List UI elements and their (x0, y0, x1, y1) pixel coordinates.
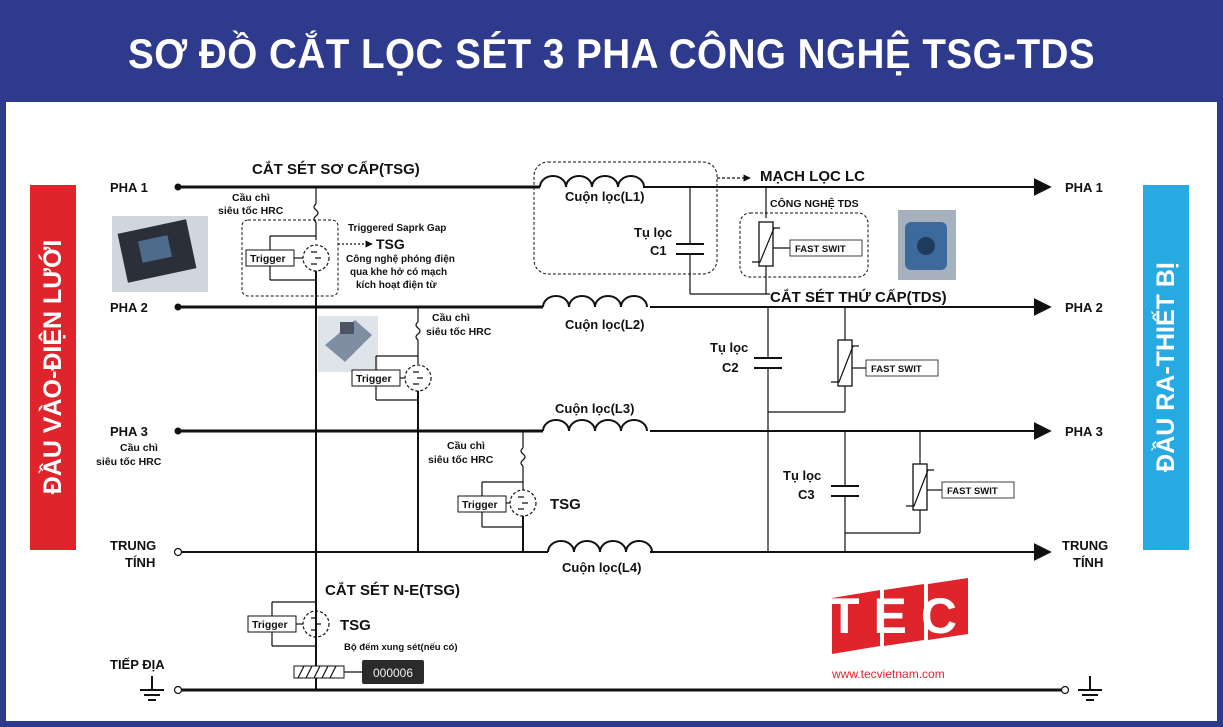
secondary-section-title: CẮT SÉT THỨ CẤP(TDS) (770, 288, 947, 306)
inductor-l4: Cuộn lọc(L4) (547, 540, 653, 575)
c2-label-a: Tụ lọc (710, 340, 748, 355)
tsg-note-line2: qua khe hở có mạch (350, 267, 447, 278)
c1-label-b: C1 (650, 243, 667, 258)
pha2-right-label: PHA 2 (1065, 300, 1103, 315)
tds-module-photo (898, 210, 956, 280)
ne-section-title: CẮT SÉT N-E(TSG) (325, 581, 460, 599)
phase-2-line (174, 298, 1052, 316)
fuse2-label-1: Cầu chì (432, 312, 470, 324)
title-bar: SƠ ĐỒ CẮT LỌC SÉT 3 PHA CÔNG NGHỆ TSG-TD… (6, 6, 1217, 102)
trigger-label-1: Trigger (250, 253, 286, 265)
trigger-label-2: Trigger (356, 373, 392, 385)
inductor-l3: Cuộn lọc(L3) (542, 401, 648, 432)
fuse4-label-2: siêu tốc HRC (428, 454, 494, 466)
fuse1-label-2: siêu tốc HRC (218, 205, 284, 217)
lc-filter-box (533, 161, 718, 275)
neutral-left-label-1: TRUNG (110, 538, 156, 553)
inductor-l1-label: Cuộn lọc(L1) (565, 189, 644, 204)
counter-display (362, 660, 424, 684)
ground-symbol-right-icon (1078, 676, 1102, 701)
logo-text: TEC (829, 588, 971, 644)
tsg-primary-2: Trigger (351, 307, 432, 552)
left-banner-bg (30, 185, 76, 550)
fuse2-label-2: siêu tốc HRC (426, 326, 492, 338)
c3-label-a: Tụ lọc (783, 468, 821, 483)
tsg-ne: Trigger TSG (247, 601, 371, 647)
c2-label-b: C2 (722, 360, 739, 375)
capacitor-c2: Tụ lọc C2 (710, 307, 782, 552)
fast-switch-label-3: FAST SWIT (947, 486, 998, 497)
counter-label: Bộ đếm xung sét(nếu có) (344, 642, 457, 653)
tsg-primary-3: Trigger TSG (457, 431, 581, 552)
capacitor-c3: Tụ lọc C3 (783, 431, 859, 533)
fuse3-label-1: Cầu chì (120, 442, 158, 454)
c1-label-a: Tụ lọc (634, 225, 672, 240)
pha3-right-label: PHA 3 (1065, 424, 1103, 439)
tsg-label-ne: TSG (340, 617, 371, 634)
surge-counter: Bộ đếm xung sét(nếu có) 000006 (293, 642, 457, 684)
trigger-label-3: Trigger (462, 499, 498, 511)
fast-switch-label-2: FAST SWIT (871, 364, 922, 375)
tsg-note-line1: Công nghệ phóng điện (346, 254, 455, 265)
inductor-l3-label: Cuộn lọc(L3) (555, 401, 634, 416)
tds-2: FAST SWIT (768, 307, 939, 413)
right-banner: ĐẦU RA-THIẾT BỊ (1143, 185, 1189, 550)
primary-section-title: CẮT SÉT SƠ CẤP(TSG) (252, 160, 420, 178)
fuse4-label-1: Cầu chì (447, 440, 485, 452)
fuse1-label-1: Cầu chì (232, 192, 270, 204)
pha3-left-label: PHA 3 (110, 424, 148, 439)
pha1-left-label: PHA 1 (110, 180, 148, 195)
tsg-note-tsg: TSG (376, 236, 405, 252)
fuse-holder-photo (318, 316, 378, 372)
page-title: SƠ ĐỒ CẮT LỌC SÉT 3 PHA CÔNG NGHỆ TSG-TD… (127, 30, 1096, 77)
ground-label: TIẾP ĐỊA (110, 657, 165, 672)
tsg-module-photo (112, 216, 208, 292)
tec-logo: TEC www.tecvietnam.com (829, 578, 971, 681)
ground-line (173, 685, 1070, 695)
neutral-left-label-2: TÍNH (125, 555, 155, 570)
inductor-l4-label: Cuộn lọc(L4) (562, 560, 641, 575)
left-banner: ĐẦU VÀO-ĐIỆN LƯỚI (30, 185, 76, 550)
inductor-l1: Cuộn lọc(L1) (539, 175, 650, 204)
neutral-line (173, 543, 1052, 561)
tds-tech-label: CÔNG NGHỆ TDS (770, 197, 859, 210)
neutral-right-label-2: TÍNH (1073, 555, 1103, 570)
tds-3: FAST SWIT (844, 430, 1015, 552)
tsg-note-line3: kích hoạt điện từ (356, 280, 437, 291)
counter-value: 000006 (373, 666, 413, 680)
capacitor-c1: Tụ lọc C1 (634, 187, 770, 295)
tsg-primary-1: Trigger (241, 187, 339, 297)
lc-filter-title: MẠCH LỌC LC (760, 168, 865, 185)
left-banner-label: ĐẦU VÀO-ĐIỆN LƯỚI (37, 240, 67, 495)
pha2-left-label: PHA 2 (110, 300, 148, 315)
tsg-label-3: TSG (550, 496, 581, 513)
tsg-note-heading: Triggered Saprk Gap (348, 223, 446, 234)
fast-switch-label-1: FAST SWIT (795, 244, 846, 255)
neutral-right-label-1: TRUNG (1062, 538, 1108, 553)
fuse3-label-2: siêu tốc HRC (96, 456, 162, 468)
tds-1: FAST SWIT (739, 187, 869, 294)
ground-symbol-left-icon (140, 676, 164, 701)
c3-label-b: C3 (798, 487, 815, 502)
logo-url: www.tecvietnam.com (831, 667, 945, 681)
trigger-label-ne: Trigger (252, 619, 288, 631)
right-banner-bg (1143, 185, 1189, 550)
inductor-l2: Cuộn lọc(L2) (542, 295, 648, 332)
pha1-right-label: PHA 1 (1065, 180, 1103, 195)
right-banner-label: ĐẦU RA-THIẾT BỊ (1151, 262, 1180, 472)
inductor-l2-label: Cuộn lọc(L2) (565, 317, 644, 332)
